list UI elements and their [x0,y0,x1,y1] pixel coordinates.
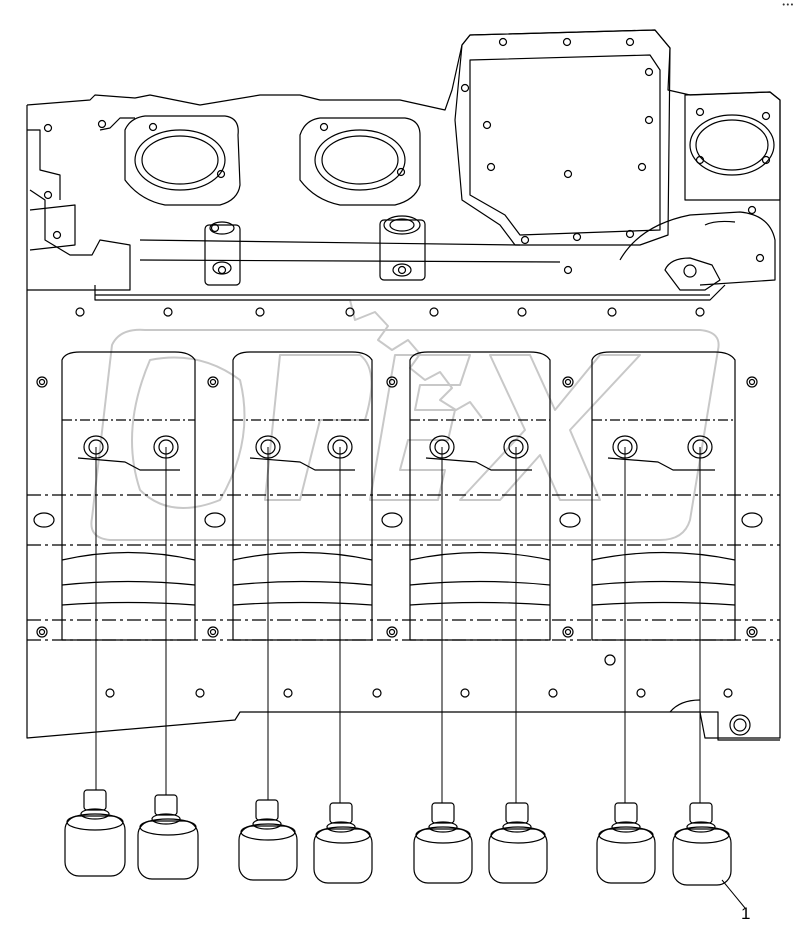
bolt-4 [313,802,373,884]
bolt-1 [64,789,126,877]
upper-block [26,29,781,301]
bearing-cap-1 [61,351,196,641]
lower-block [26,290,781,741]
bolt-6 [488,802,548,884]
bolt-3 [238,799,298,881]
bearing-cap-2 [232,351,373,641]
corner-mark: ••• [781,1,794,9]
bearing-cap-4 [591,351,736,641]
bolt-5 [413,802,473,884]
bolt-7 [596,802,656,884]
leader-lines [95,447,701,803]
callout-label-part-1: 1 [741,904,751,923]
bolt-2 [137,794,199,880]
watermark-logo [90,299,720,541]
bearing-cap-3 [409,351,551,641]
callout-leader [721,879,746,909]
bolt-8 [672,802,732,886]
